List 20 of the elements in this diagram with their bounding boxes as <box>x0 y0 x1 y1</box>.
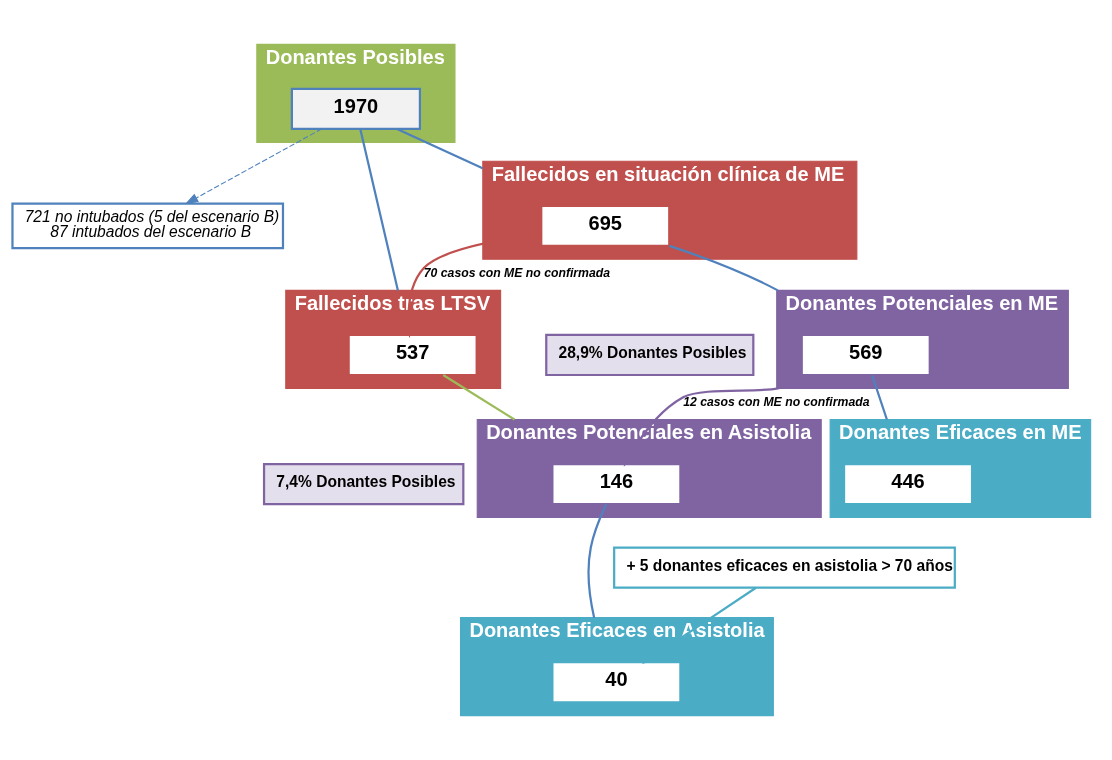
connector <box>871 375 888 420</box>
edge-label: 70 casos con ME no confirmada <box>423 265 611 280</box>
node-box: 446 <box>842 462 974 506</box>
node-box: 28,9% Donantes Posibles <box>545 333 755 377</box>
node-box: 40 <box>551 661 682 704</box>
connector <box>359 128 399 291</box>
node-box: 7,4% Donantes Posibles <box>262 462 465 506</box>
node-box: + 5 donantes eficaces en asistolia > 70 años <box>613 546 956 589</box>
node-box: 1970 <box>290 87 422 131</box>
connector <box>442 374 516 421</box>
arrow <box>184 128 323 205</box>
node-box: 569 <box>800 333 931 377</box>
node-box: 146 <box>551 462 682 506</box>
node-box: 537 <box>347 333 478 377</box>
connector <box>669 244 779 292</box>
node-box: 695 <box>540 204 671 247</box>
connector <box>396 127 484 170</box>
edge-label: 12 casos con ME no confirmada <box>683 394 870 409</box>
node-box: 721 no intubados (5 del escenario B) 87 intubados del escenario B <box>11 202 285 250</box>
arrow <box>641 586 757 665</box>
